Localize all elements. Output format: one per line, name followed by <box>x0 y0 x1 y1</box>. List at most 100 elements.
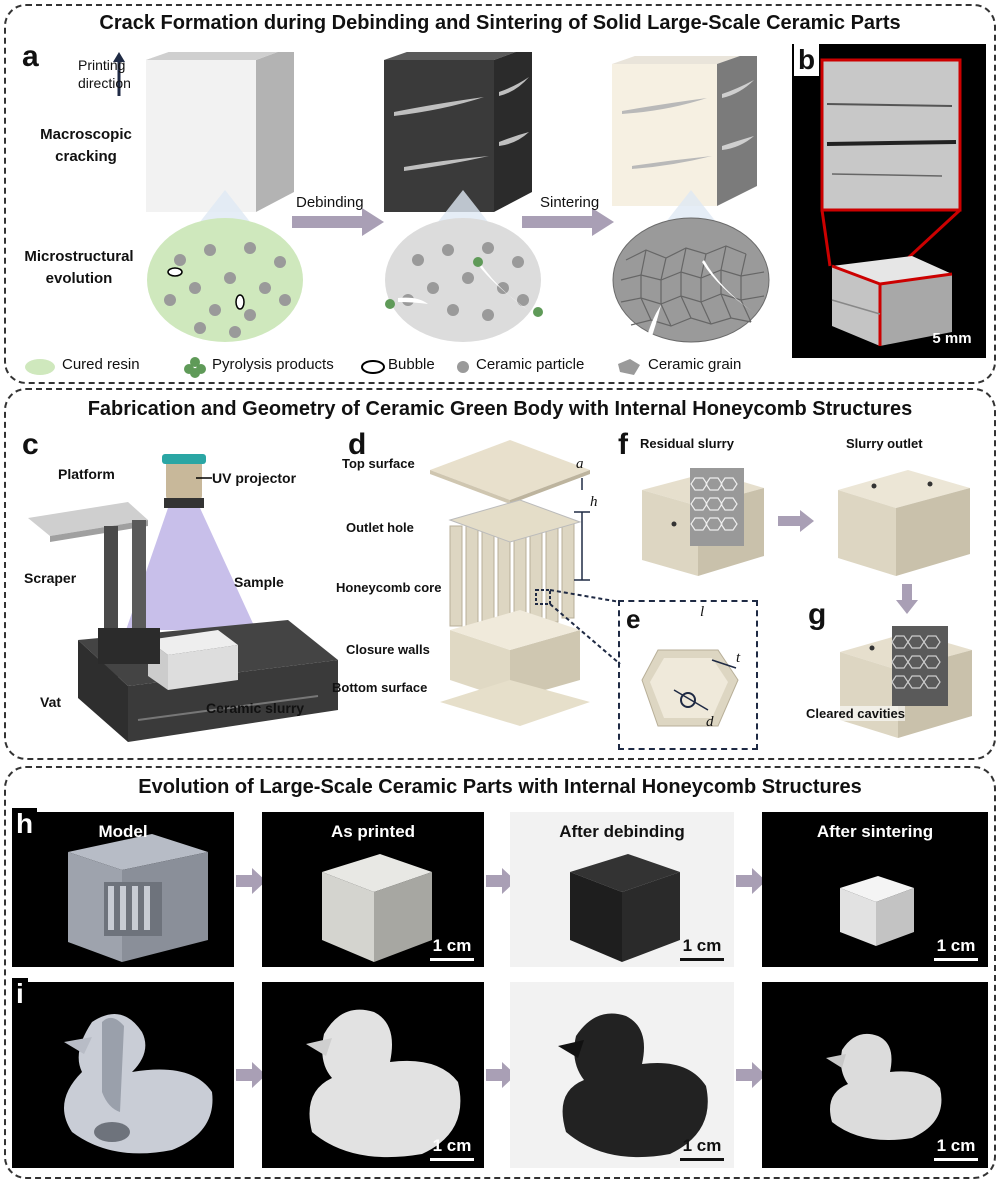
duck-printed <box>306 1009 461 1158</box>
label-after-debinding: After debinding <box>559 822 685 841</box>
cube-as-printed <box>146 52 294 212</box>
scale-h3-label: 1 cm <box>682 936 722 955</box>
panel-label-h: h <box>12 808 38 840</box>
panel-label-f: f <box>618 428 628 461</box>
section-c-title: Fabrication and Geometry of Ceramic Gree… <box>87 398 913 420</box>
macroscopic-cracking-label: Macroscopic cracking <box>40 126 132 165</box>
legend-particle: Ceramic particle <box>476 356 585 373</box>
cube-debinded <box>384 52 532 212</box>
exploded-view-diagram <box>430 440 590 726</box>
scale-i3-label: 1 cm <box>682 1136 722 1155</box>
label-residual-slurry: Residual slurry <box>640 436 734 451</box>
legend-bubble-swatch <box>361 360 385 374</box>
label-dim-h: h <box>590 494 598 510</box>
legend-pyrolysis-swatch <box>184 357 206 378</box>
arrow-i3 <box>736 1062 766 1088</box>
microstructure-sintered <box>612 190 770 343</box>
microstructural-evolution-label: Microstructural evolution <box>24 248 134 287</box>
panel-label-i: i <box>12 978 28 1010</box>
panel-label-a: a <box>22 40 39 73</box>
scale-i2-label: 1 cm <box>432 1136 472 1155</box>
arrow-i1 <box>236 1062 266 1088</box>
photo-model: Model <box>12 812 234 967</box>
cube-sintered <box>612 56 757 206</box>
panel-label-e: e <box>626 604 641 634</box>
label-honeycomb-core: Honeycomb core <box>336 580 442 595</box>
panel-label-c: c <box>22 428 39 461</box>
scale-bar-i3: 1 cm <box>674 1136 730 1161</box>
label-slurry-outlet: Slurry outlet <box>846 436 923 451</box>
photo-duck-sintered: 1 cm <box>762 982 988 1168</box>
printing-direction-arrow <box>113 52 125 96</box>
photo-duck-printed: 1 cm <box>262 982 484 1168</box>
scale-i4-label: 1 cm <box>936 1136 976 1155</box>
legend-cured-resin-swatch <box>25 359 55 375</box>
section-crack-formation: Crack Formation during Debinding and Sin… <box>4 4 996 384</box>
label-scraper: Scraper <box>24 570 77 586</box>
panel-label-d: d <box>348 428 367 461</box>
label-cleared-cavities: Cleared cavities <box>806 706 906 721</box>
scale-bar-h4: 1 cm <box>928 936 984 961</box>
legend: Cured resin Pyrolysis products Bubble Ce… <box>24 356 784 378</box>
debinding-label: Debinding <box>296 194 364 211</box>
debinded-cube <box>570 854 680 962</box>
debinding-arrow <box>292 208 384 236</box>
block-cleared-cavities <box>840 626 972 738</box>
label-dim-a: a <box>576 456 584 472</box>
label-dim-t: t <box>736 650 741 666</box>
block-residual-slurry <box>642 468 764 576</box>
sintering-arrow <box>522 208 614 236</box>
label-top-surface: Top surface <box>342 456 415 471</box>
zoom-connector <box>535 589 621 665</box>
scale-h2-label: 1 cm <box>432 936 472 955</box>
fg-arrow <box>896 584 918 614</box>
photo-duck-debinded: 1 cm <box>510 982 734 1168</box>
arrow-h2 <box>486 868 516 894</box>
arrow-h1 <box>236 868 266 894</box>
sintered-cube <box>840 876 914 946</box>
leader-uv <box>196 477 212 479</box>
microstructure-debinded <box>385 190 543 342</box>
label-dim-d: d <box>706 714 714 730</box>
label-closure-walls: Closure walls <box>346 642 430 657</box>
legend-bubble: Bubble <box>388 356 435 373</box>
photo-duck-model <box>12 982 234 1168</box>
section-a-title: Crack Formation during Debinding and Sin… <box>99 12 901 34</box>
legend-pyrolysis: Pyrolysis products <box>212 356 334 373</box>
scale-bar-i4: 1 cm <box>928 1136 984 1161</box>
printing-direction-label: Printing direction <box>78 57 131 91</box>
block-slurry-outlet <box>838 470 970 576</box>
label-model: Model <box>98 822 148 841</box>
legend-grain: Ceramic grain <box>648 356 742 373</box>
arrow-h3 <box>736 868 766 894</box>
dimension-lines-d <box>574 478 590 581</box>
duck-debinded <box>558 1013 708 1158</box>
label-dim-l: l <box>700 604 705 620</box>
label-uv-projector: UV projector <box>212 470 297 486</box>
duck-model-render <box>64 1014 213 1154</box>
scale-bar-h2: 1 cm <box>424 936 480 961</box>
label-ceramic-slurry: Ceramic slurry <box>206 700 305 716</box>
scale-h4-label: 1 cm <box>936 936 976 955</box>
panel-label-b: b <box>794 44 820 76</box>
ct-scan-image <box>820 58 962 346</box>
label-platform: Platform <box>58 466 115 482</box>
hex-cell-diagram <box>641 649 739 727</box>
printer-diagram <box>28 454 338 742</box>
label-sample: Sample <box>234 574 284 590</box>
label-vat: Vat <box>40 694 62 710</box>
photo-after-sintering: After sintering 1 cm <box>762 812 988 967</box>
photo-as-printed: As printed 1 cm <box>262 812 484 967</box>
panel-b-photo <box>792 44 986 358</box>
section-h-title: Evolution of Large-Scale Ceramic Parts w… <box>138 776 862 798</box>
legend-grain-swatch <box>618 359 640 375</box>
printed-cube <box>322 854 432 962</box>
section-fabrication: Fabrication and Geometry of Ceramic Gree… <box>4 388 996 760</box>
scale-bar-h3: 1 cm <box>674 936 730 961</box>
legend-cured-resin: Cured resin <box>62 356 140 373</box>
scale-bar-b-label: 5 mm <box>932 330 972 347</box>
photo-after-debinding: After debinding 1 cm <box>510 812 734 967</box>
microstructure-cured <box>147 190 303 342</box>
label-as-printed: As printed <box>330 822 416 841</box>
label-bottom-surface: Bottom surface <box>332 680 428 695</box>
